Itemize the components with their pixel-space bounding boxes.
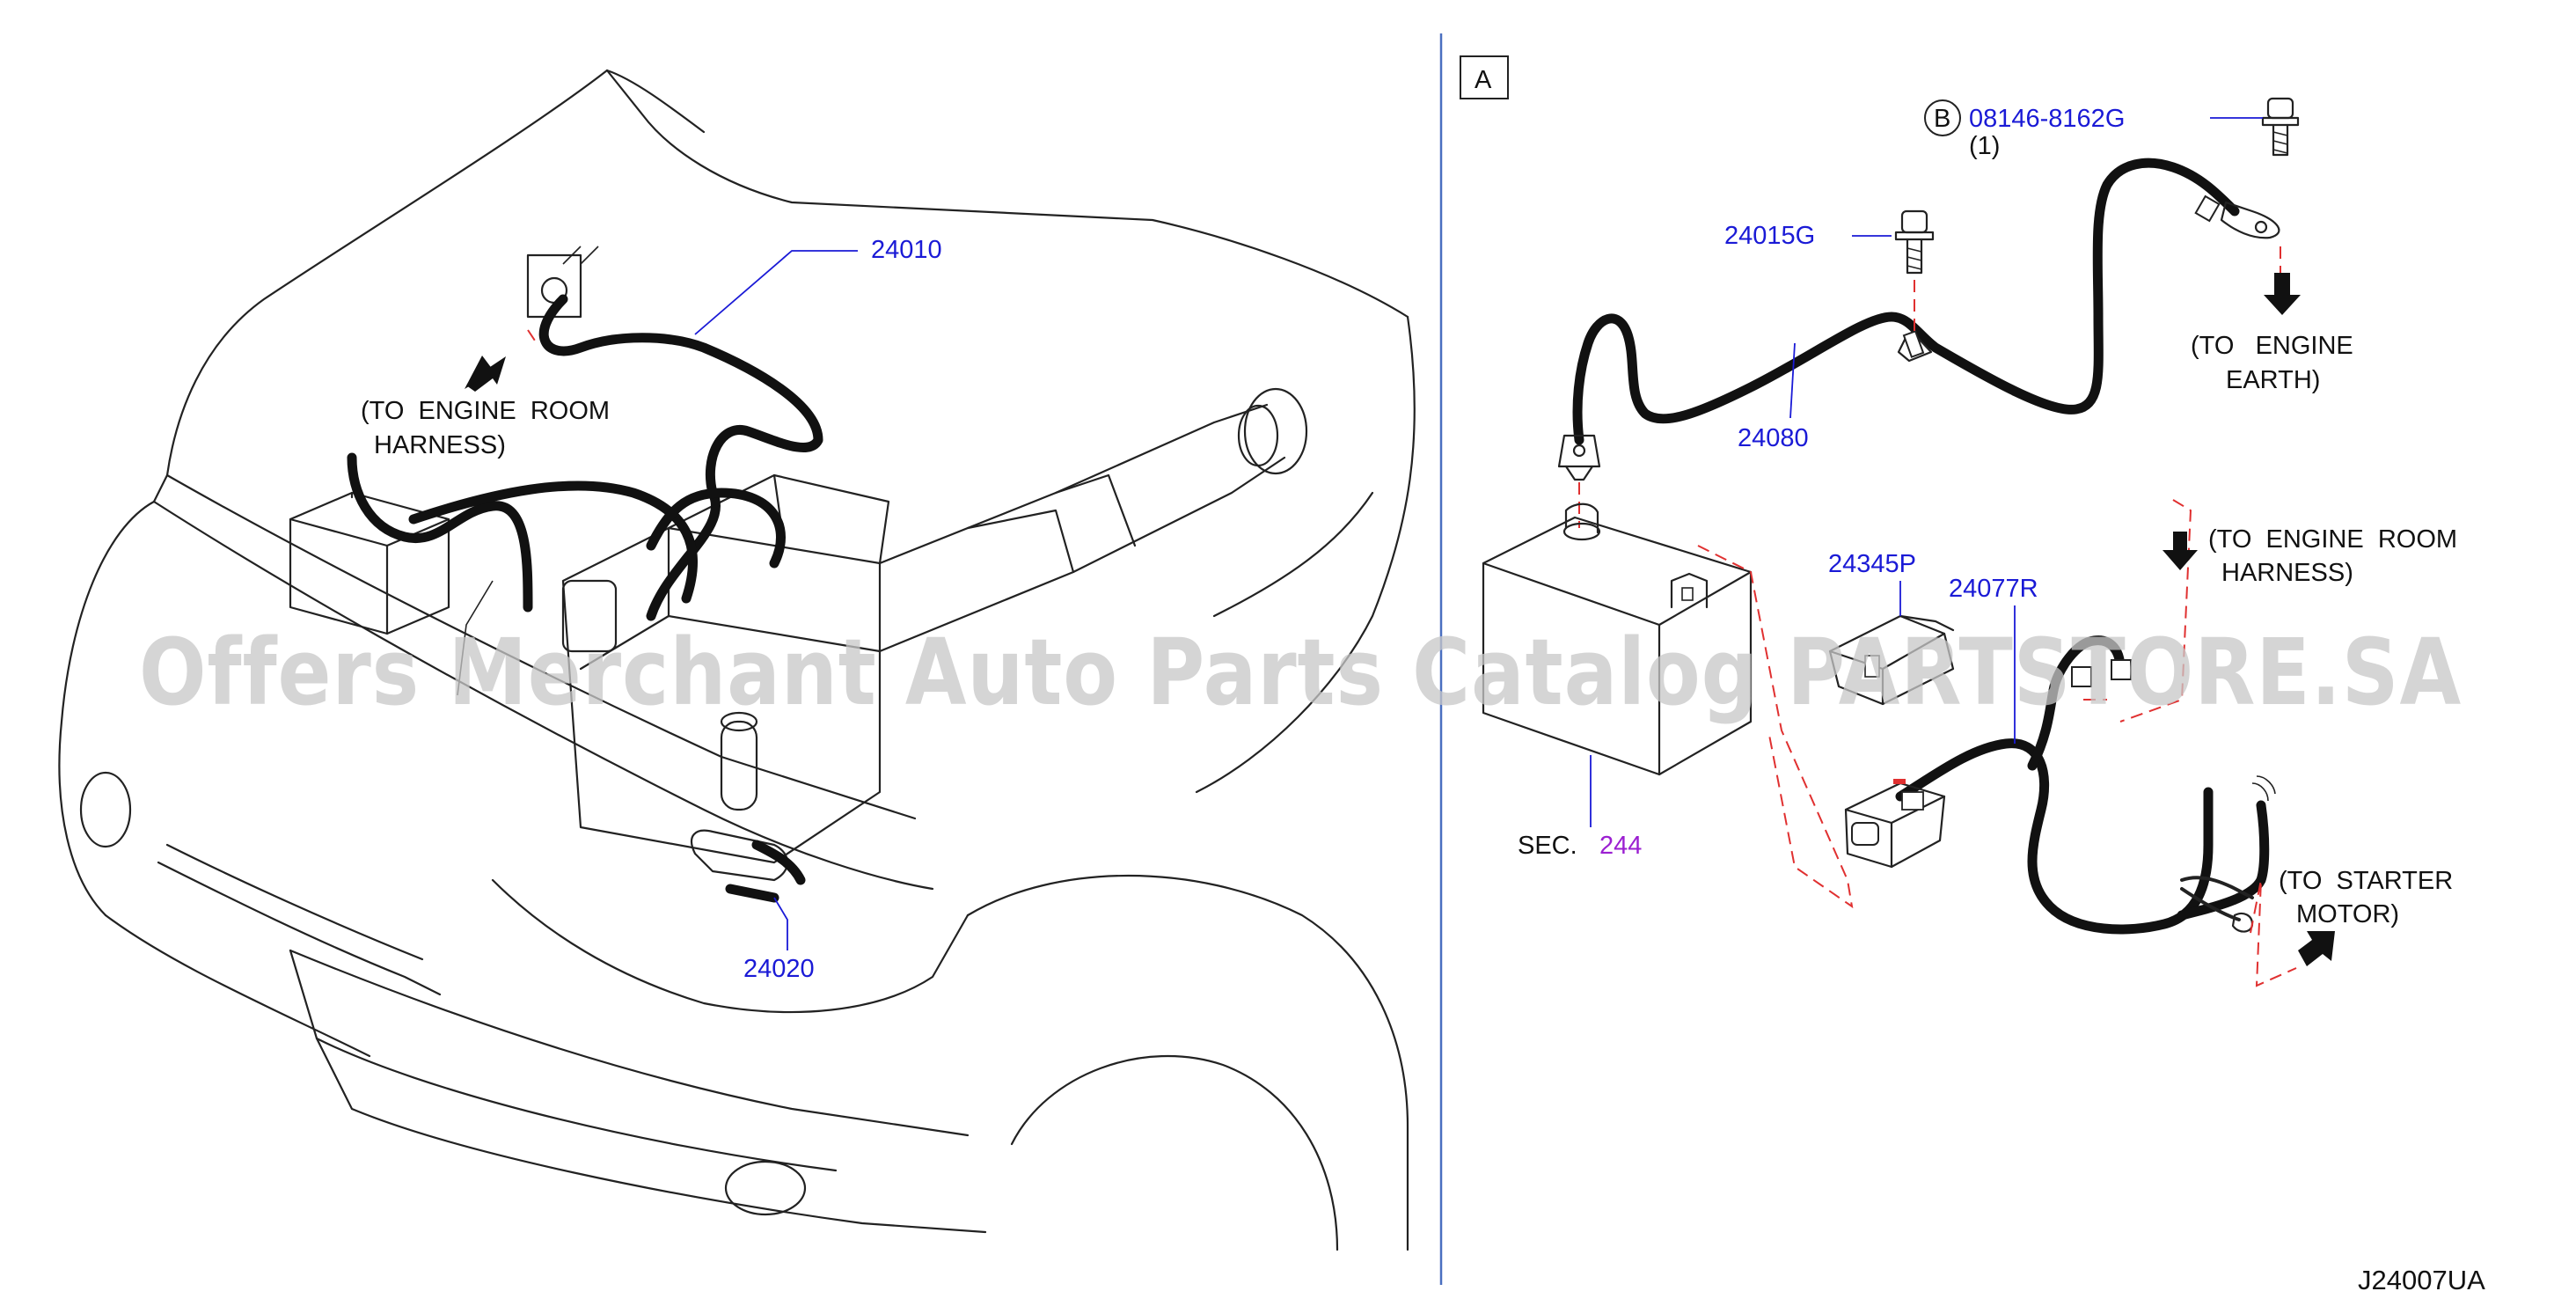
leader-24020 bbox=[773, 897, 788, 950]
engine-illustration bbox=[526, 253, 1308, 882]
view-a-label: A bbox=[1475, 66, 1492, 94]
part-number-24020[interactable]: 24020 bbox=[743, 955, 815, 983]
starter-motor-label-line2: MOTOR) bbox=[2296, 900, 2399, 928]
view-a-marker: A bbox=[1460, 55, 1509, 99]
leader-dash-engine-room-right bbox=[2083, 499, 2192, 723]
engine-earth-label-line1: (TO ENGINE bbox=[2191, 332, 2353, 360]
leader-24080 bbox=[1789, 342, 1796, 419]
starter-motor-label-line1: (TO STARTER bbox=[2279, 867, 2453, 895]
bolt-b-marker: B bbox=[1924, 99, 1961, 136]
part-number-24077R[interactable]: 24077R bbox=[1949, 575, 2038, 603]
part-number-24080[interactable]: 24080 bbox=[1738, 424, 1809, 452]
leader-dash-left bbox=[527, 329, 538, 344]
leader-dash-starter bbox=[2250, 879, 2297, 987]
bolt-b-marker-label: B bbox=[1934, 105, 1950, 133]
bolt-24015g-illustration bbox=[1894, 209, 1935, 275]
battery-cable-24080 bbox=[1557, 158, 2280, 481]
engine-room-harness-label-line1: (TO ENGINE ROOM bbox=[361, 397, 610, 425]
arrow-starter-motor-icon bbox=[2298, 931, 2335, 966]
leader-24010 bbox=[694, 250, 858, 335]
bolt-b-illustration bbox=[2261, 97, 2300, 157]
engine-room-harness-label-line2: HARNESS) bbox=[374, 431, 506, 459]
watermark: Offers Merchant Auto Parts Catalog PARTS… bbox=[139, 619, 2462, 726]
part-number-24010[interactable]: 24010 bbox=[871, 236, 942, 264]
section-ref-prefix: SEC. bbox=[1518, 832, 1577, 860]
engine-earth-label-line2: EARTH) bbox=[2226, 366, 2320, 394]
part-number-08146-8162G[interactable]: 08146-8162G bbox=[1969, 105, 2125, 133]
bolt-b-quantity: (1) bbox=[1969, 132, 2000, 160]
vehicle-front-illustration bbox=[58, 69, 1416, 1251]
leader-dash-battery-bracket bbox=[1697, 545, 1854, 909]
part-number-24015G[interactable]: 24015G bbox=[1724, 222, 1815, 250]
part-number-24345P[interactable]: 24345P bbox=[1828, 550, 1916, 578]
vehicle-battery-illustration bbox=[289, 491, 450, 635]
arrow-engine-earth-icon bbox=[2264, 273, 2301, 315]
engine-room-harness-right-line1: (TO ENGINE ROOM bbox=[2208, 525, 2457, 554]
engine-room-harness-right-line2: HARNESS) bbox=[2221, 559, 2353, 587]
section-ref-244[interactable]: 244 bbox=[1599, 832, 1642, 860]
arrow-engine-room-right-icon bbox=[2163, 532, 2198, 570]
engine-room-harness-wires bbox=[347, 246, 823, 903]
harness-24077r bbox=[1844, 635, 2276, 935]
figure-code: J24007UA bbox=[2358, 1265, 2485, 1295]
battery-illustration bbox=[1482, 503, 1753, 776]
arrow-engine-room-left-head-icon bbox=[465, 356, 493, 389]
